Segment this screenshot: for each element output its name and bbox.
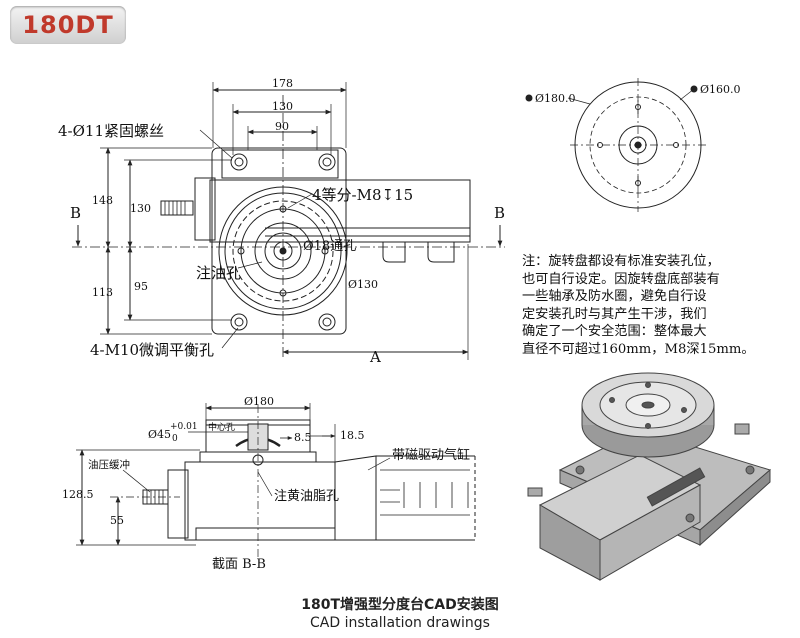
note-line: 一些轴承及防水圈，避免自行设 xyxy=(522,289,707,305)
dim-45: Ø45 xyxy=(148,428,171,441)
label-d180-plate: Ø180.0 xyxy=(535,92,576,105)
label-magnet-cylinder: 带磁驱动气缸 xyxy=(392,447,470,463)
top-view: 178 130 90 148 113 130 95 4-Ø11紧固螺丝 4等分-… xyxy=(58,77,505,366)
note-line: 定安装孔时与其产生干涉，我们 xyxy=(522,306,707,322)
dim-113: 113 xyxy=(92,286,113,299)
dim-95: 95 xyxy=(134,280,148,293)
top-plate-upper-slot xyxy=(221,149,339,179)
tol-plus: +0.01 xyxy=(170,422,198,432)
dim-148: 148 xyxy=(92,194,113,207)
label-section-bb: 截面 B-B xyxy=(212,557,266,572)
dim-130-v: 130 xyxy=(130,202,151,215)
dim-90: 90 xyxy=(275,120,289,133)
plate-view: Ø180.0 Ø160.0 xyxy=(525,78,741,212)
label-b-left: B xyxy=(70,204,81,222)
model-badge: 180DT xyxy=(10,6,126,44)
dim-178: 178 xyxy=(272,77,293,90)
note-line: 也可自行设定。因旋转盘底部装有 xyxy=(522,271,720,287)
label-m8: 4等分-M8↧15 xyxy=(312,186,413,204)
product-render xyxy=(527,372,772,581)
section-view: Ø180 Ø45 +0.01 0 中心孔 8.5 18.5 带磁驱动气缸 油压缓… xyxy=(62,395,476,572)
dim-55: 55 xyxy=(110,514,124,527)
label-d160-plate: Ø160.0 xyxy=(700,83,741,96)
tol-zero: 0 xyxy=(172,434,178,444)
label-center-hole: 中心孔 xyxy=(208,421,235,433)
label-m10: 4-M10微调平衡孔 xyxy=(90,341,214,359)
corner-holes xyxy=(230,153,336,331)
caption-title-en: CAD installation drawings xyxy=(310,615,490,631)
model-badge-text: 180DT xyxy=(22,11,114,39)
dim-130-h: 130 xyxy=(272,100,293,113)
label-d18: Ø18通孔 xyxy=(303,239,356,254)
dim-18-5: 18.5 xyxy=(340,429,365,442)
caption: 180T增强型分度台CAD安装图 CAD installation drawin… xyxy=(0,594,800,631)
label-oil-buffer: 油压缓冲 xyxy=(88,458,130,471)
label-holes-11: 4-Ø11紧固螺丝 xyxy=(58,122,164,140)
label-b-right: B xyxy=(494,204,505,222)
caption-title-cn: 180T增强型分度台CAD安装图 xyxy=(301,597,499,613)
label-a: A xyxy=(369,348,381,366)
label-grease-hole: 注黄油脂孔 xyxy=(274,489,339,504)
label-oil-hole: 注油孔 xyxy=(196,264,241,282)
dim-128-5: 128.5 xyxy=(62,488,94,501)
note-line: 确定了一个安全范围：整体最大 xyxy=(522,324,707,340)
dim-180: Ø180 xyxy=(244,395,274,408)
label-d130: Ø130 xyxy=(348,278,378,291)
install-note: 注：旋转盘都设有标准安装孔位， 也可自行设定。因旋转盘底部装有 一些轴承及防水圈… xyxy=(522,253,782,359)
note-line: 注：旋转盘都设有标准安装孔位， xyxy=(522,254,720,269)
note-line: 直径不可超过160mm，M8深15mm。 xyxy=(522,341,755,357)
top-cylinder-endcap xyxy=(194,177,216,241)
dim-8-5: 8.5 xyxy=(294,431,312,444)
